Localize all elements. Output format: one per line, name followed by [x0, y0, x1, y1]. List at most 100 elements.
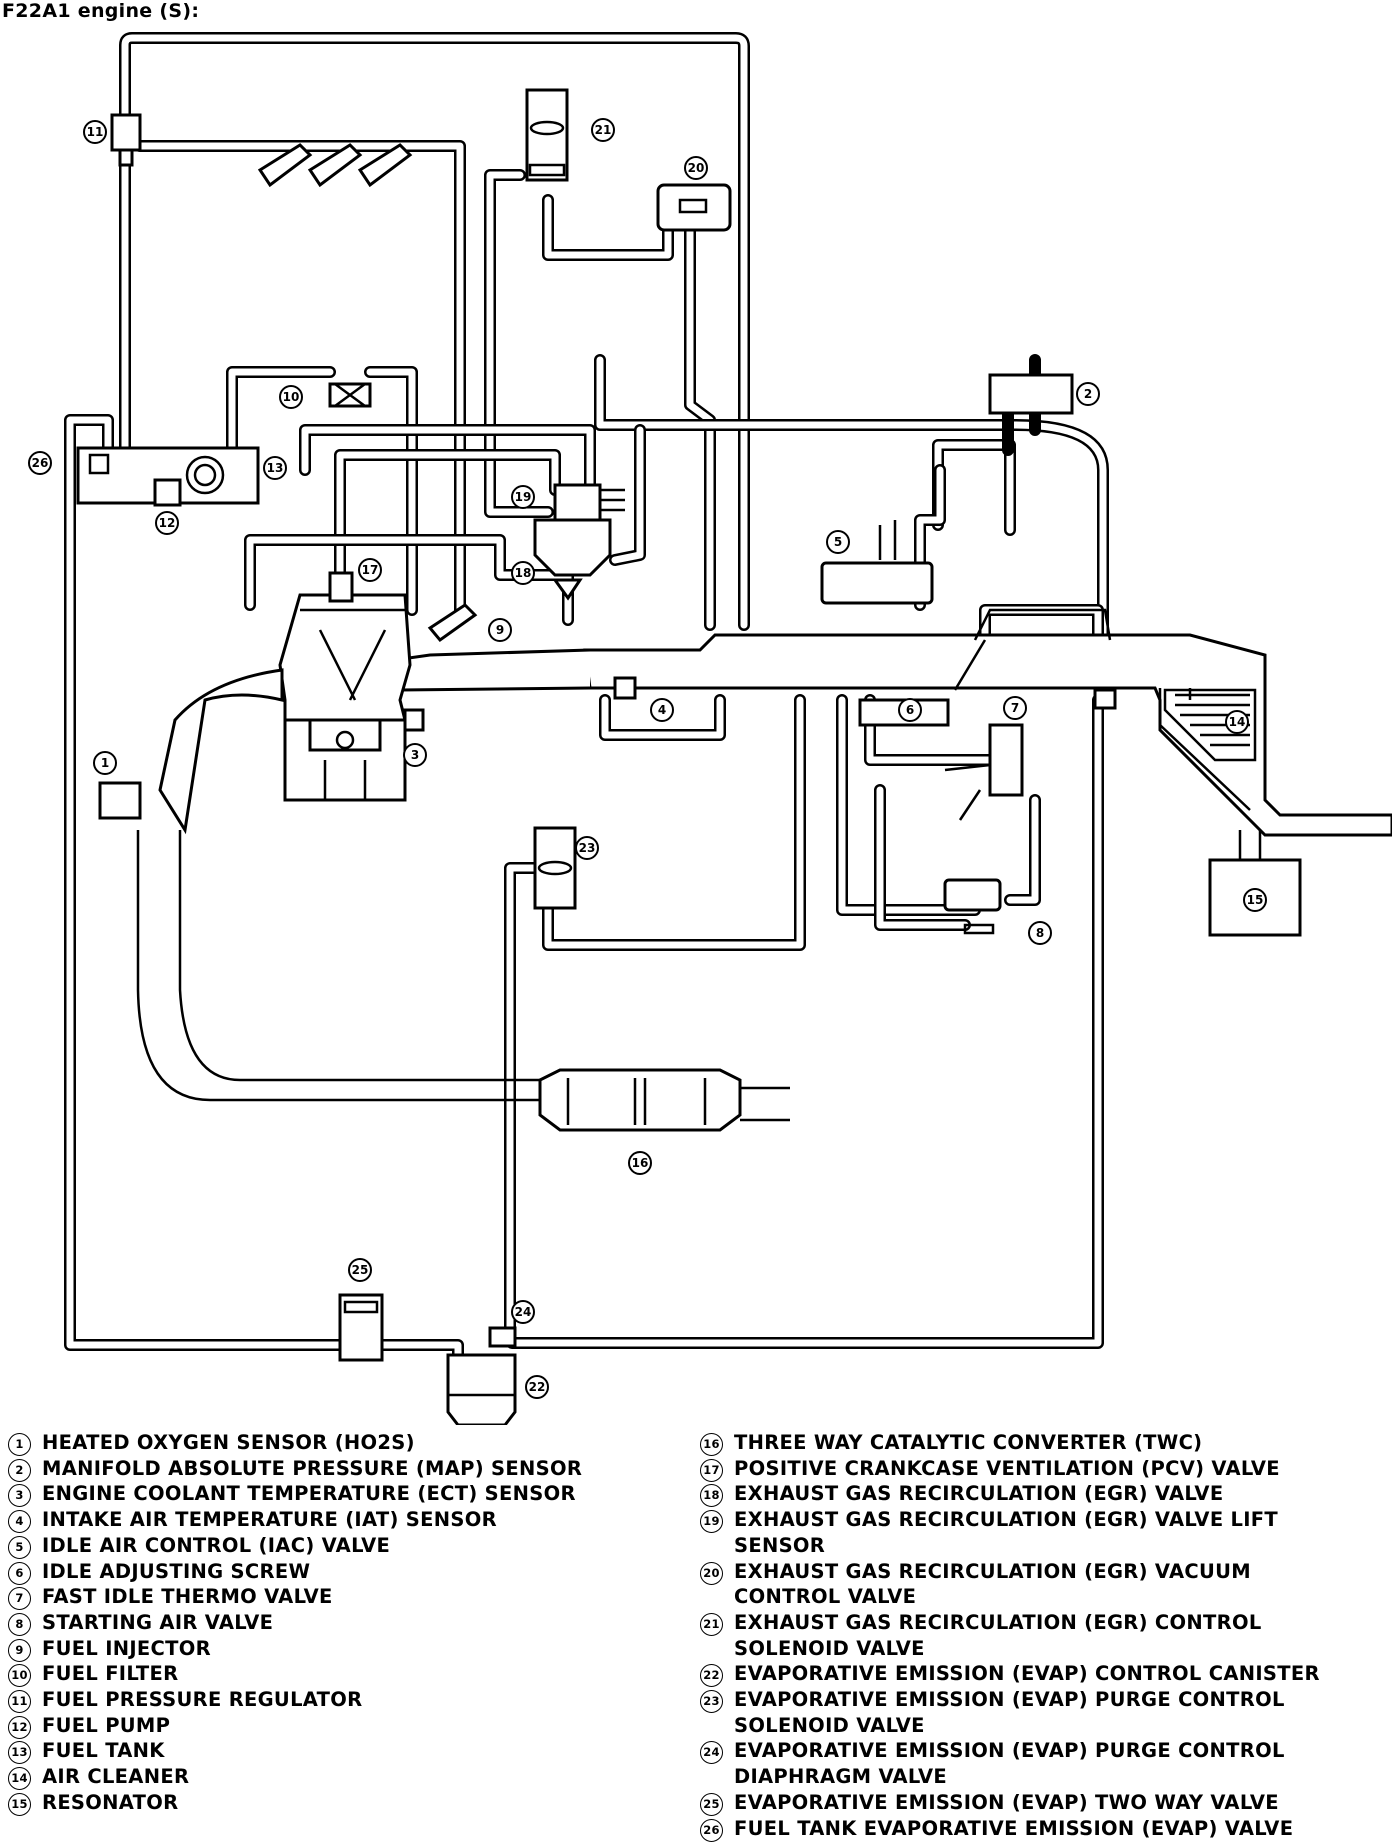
- egr-vacuum-control-part: [656, 183, 732, 232]
- callout-6: 6: [898, 698, 922, 722]
- catalytic-converter: [538, 1068, 742, 1132]
- callout-26: 26: [28, 451, 52, 475]
- svg-text:9: 9: [496, 623, 504, 637]
- svg-text:8: 8: [1036, 926, 1044, 940]
- hose-egr-solenoid: [484, 169, 554, 518]
- callout-21: 21: [591, 118, 615, 142]
- ect-sensor-part: [403, 708, 425, 732]
- callout-1: 1: [93, 751, 117, 775]
- callout-24: 24: [511, 1300, 535, 1324]
- callout-18: 18: [511, 561, 535, 585]
- callout-22: 22: [525, 1375, 549, 1399]
- callout-11: 11: [83, 120, 107, 144]
- svg-text:4: 4: [658, 703, 666, 717]
- diagram-title: F22A1 engine (S):: [2, 0, 200, 22]
- fuel-tank-group: [76, 446, 260, 507]
- intake-tract: [583, 608, 1392, 937]
- iac-valve-part: [820, 520, 934, 605]
- pcv-valve-part: [328, 571, 354, 603]
- svg-text:5: 5: [834, 535, 842, 549]
- svg-text:19: 19: [515, 490, 532, 504]
- callout-20: 20: [684, 156, 708, 180]
- callout-3: 3: [403, 743, 427, 767]
- engine-vacuum-hose-diagram: 1 2 3 4 5 6 7 8 9 10 11 12 13 14 15 16 1…: [28, 32, 1392, 1425]
- svg-text:3: 3: [411, 748, 419, 762]
- exhaust-pipe: [136, 830, 540, 1102]
- fuel-pump: [153, 478, 182, 507]
- svg-text:7: 7: [1011, 701, 1019, 715]
- hose-tank-vent: [64, 414, 351, 1351]
- purge-solenoid-part: [533, 826, 577, 910]
- svg-text:25: 25: [352, 1263, 369, 1277]
- piston: [308, 718, 382, 752]
- callout-23: 23: [575, 836, 599, 860]
- svg-text:16: 16: [632, 1156, 649, 1170]
- callout-15: 15: [1243, 888, 1267, 912]
- callout-2: 2: [1076, 382, 1100, 406]
- fuel-pressure-regulator-part: [110, 113, 142, 167]
- svg-text:20: 20: [688, 161, 705, 175]
- hose-iac: [932, 439, 1016, 536]
- egr-valve-part: [533, 483, 625, 601]
- callout-17: 17: [358, 558, 382, 582]
- hose-pcv: [334, 449, 561, 616]
- callout-25: 25: [348, 1258, 372, 1282]
- callout-7: 7: [1003, 696, 1027, 720]
- callout-10: 10: [279, 385, 303, 409]
- iat-sensor-part: [613, 676, 637, 700]
- svg-text:13: 13: [267, 461, 284, 475]
- callout-13: 13: [263, 456, 287, 480]
- two-way-valve-part: [338, 1293, 384, 1362]
- fuel-filter-part: [328, 382, 372, 408]
- svg-text:6: 6: [906, 703, 914, 717]
- callout-19: 19: [511, 485, 535, 509]
- svg-text:14: 14: [1229, 715, 1246, 729]
- svg-text:2: 2: [1084, 387, 1092, 401]
- canister-part: [446, 1353, 517, 1425]
- svg-text:11: 11: [87, 125, 104, 139]
- svg-text:18: 18: [515, 566, 532, 580]
- oxygen-sensor-part: [98, 781, 142, 820]
- exhaust-manifold: [158, 668, 284, 835]
- svg-text:10: 10: [283, 390, 300, 404]
- fuel-injectors-part: [257, 143, 478, 643]
- hose-egr-exhaust: [609, 424, 646, 566]
- egr-control-solenoid-part: [525, 88, 569, 182]
- engine-block: [136, 593, 790, 1132]
- svg-text:23: 23: [579, 841, 596, 855]
- hose-21-20: [542, 194, 674, 261]
- svg-text:24: 24: [515, 1305, 532, 1319]
- svg-text:12: 12: [159, 516, 176, 530]
- purge-diaphragm-part: [488, 1326, 517, 1348]
- svg-text:17: 17: [362, 563, 379, 577]
- svg-text:22: 22: [529, 1380, 546, 1394]
- map-sensor-part: [988, 373, 1074, 415]
- cylinder-head: [278, 593, 412, 722]
- air-cleaner-hatch: [1163, 688, 1257, 762]
- callout-5: 5: [826, 530, 850, 554]
